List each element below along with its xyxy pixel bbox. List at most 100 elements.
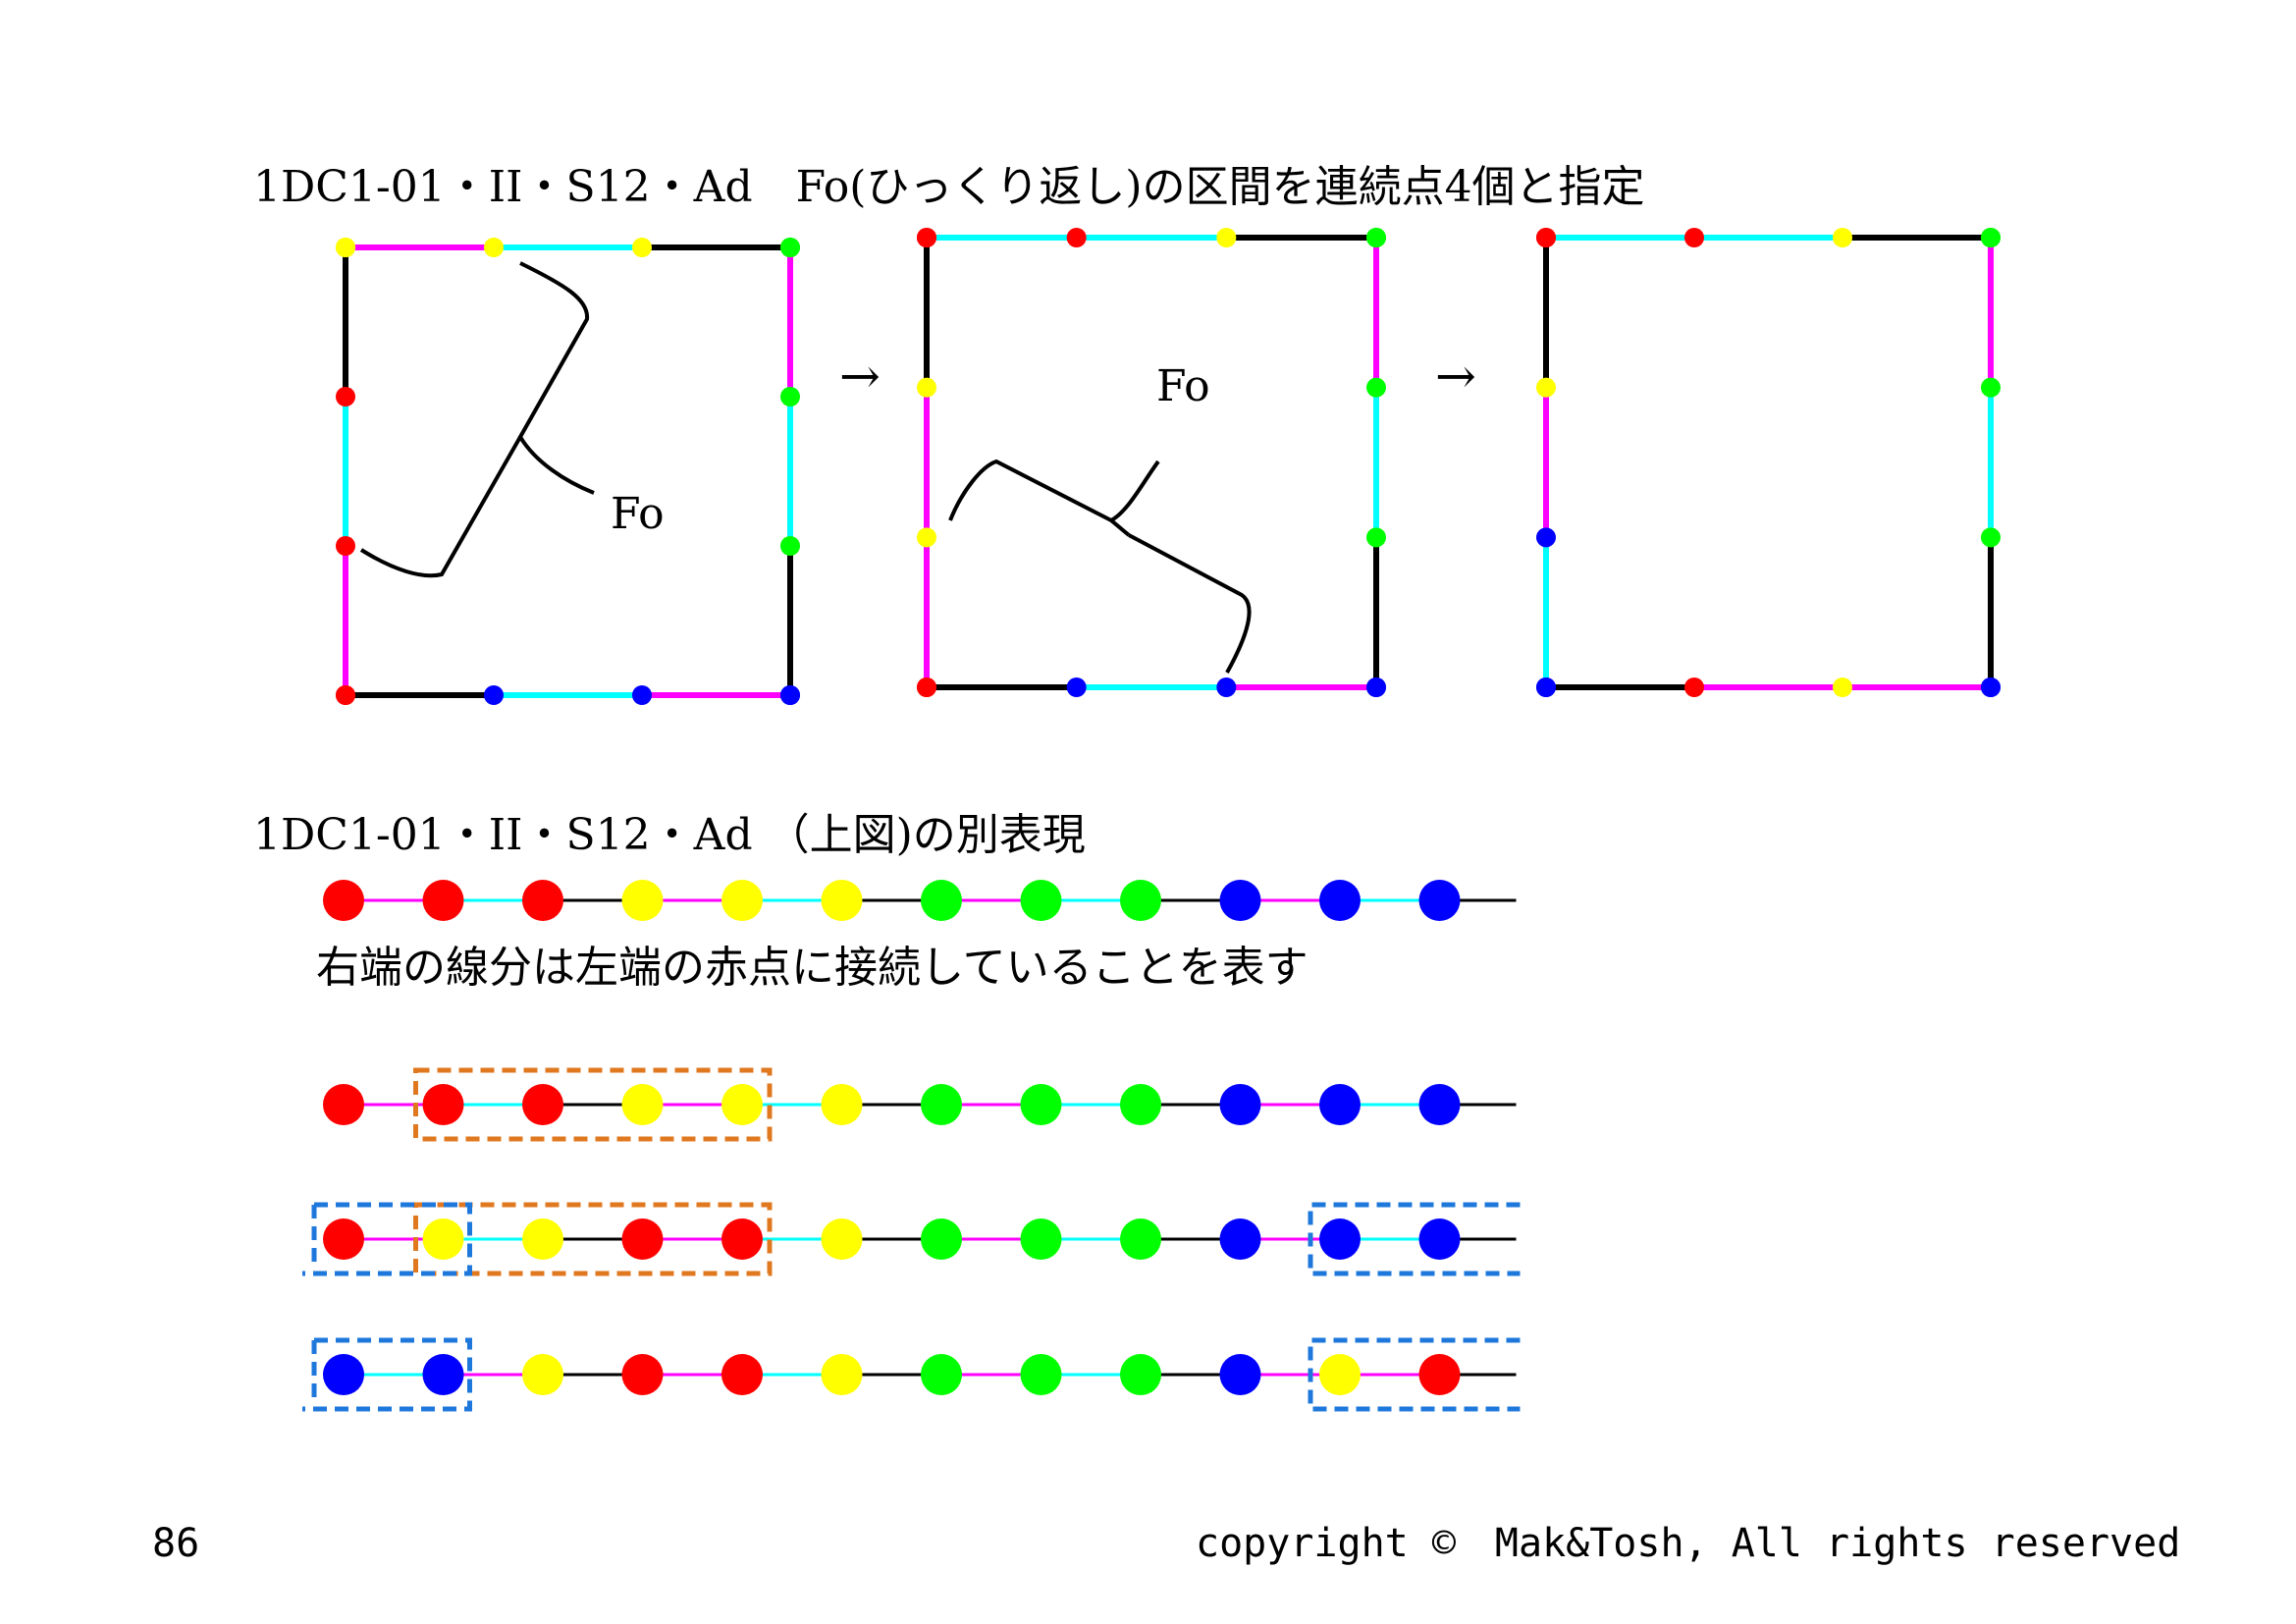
square-1-point-yellow: [632, 238, 652, 257]
square-1-point-green: [780, 387, 800, 406]
chain-4-dot-5: [721, 1354, 763, 1395]
chain-4-dot-12: [1418, 1354, 1461, 1395]
chain-1-dot-8: [1020, 880, 1062, 921]
chain-1-dot-11: [1319, 880, 1361, 921]
chain-1-dot-12: [1418, 880, 1461, 921]
brace-1-lower: [359, 436, 522, 578]
square-2-point-blue: [1366, 677, 1386, 697]
arrow-2: →: [1435, 348, 1476, 405]
squares-group: [336, 228, 2001, 705]
square-3-point-yellow: [1833, 228, 1852, 247]
brace-2-lower: [1128, 533, 1252, 674]
chain-3-dot-7: [921, 1218, 962, 1260]
fo-label-1: Fo: [611, 489, 665, 539]
chain-3-dot-1: [323, 1218, 364, 1260]
chain-4-dot-9: [1120, 1354, 1161, 1395]
note-text: 右端の線分は左端の赤点に接続していることを表す: [316, 943, 1308, 993]
chain-3-dot-5: [721, 1218, 763, 1260]
chain-1-dot-10: [1219, 880, 1261, 921]
page-number: 86: [152, 1521, 199, 1566]
square-3-point-yellow: [1536, 377, 1556, 398]
chain-3-dot-4: [621, 1218, 664, 1260]
square-1-point-yellow: [484, 238, 504, 257]
chain-3-box-1: [413, 1202, 773, 1276]
chain-4-box-left: [302, 1337, 472, 1412]
square-2-point-blue: [1216, 677, 1237, 697]
chain-2-dot-1: [323, 1084, 364, 1125]
title-top: 1DC1-01・II・S12・Ad Fo(ひっくり返し)の区間を連続点4個と指定: [253, 162, 1645, 212]
brace-2: [948, 459, 1160, 523]
square-3-point-green: [1981, 527, 2001, 548]
chain-1-dot-5: [721, 880, 763, 921]
square-2-point-red: [1066, 228, 1087, 247]
chain-3-dot-3: [522, 1218, 563, 1260]
square-2-point-blue: [1066, 677, 1087, 697]
fo-label-2: Fo: [1156, 361, 1210, 411]
chain-4-dot-2: [422, 1354, 464, 1395]
chain-3-box-left: [302, 1202, 472, 1276]
chain-4-dot-4: [621, 1354, 664, 1395]
square-2-point-yellow: [917, 527, 936, 548]
chain-1-dot-4: [621, 880, 664, 921]
square-1-point-blue: [780, 685, 800, 705]
chain-1-dot-2: [422, 880, 464, 921]
copyright-text: copyright © Mak&Tosh, All rights reserve…: [1196, 1521, 2180, 1566]
chains-group: [302, 880, 1521, 1412]
chain-4-dot-11: [1319, 1354, 1361, 1395]
square-1-point-red: [336, 536, 355, 556]
chain-1-dot-1: [323, 880, 364, 921]
title-bottom: 1DC1-01・II・S12・Ad （上図)の別表現: [253, 810, 1086, 860]
chain-3-dot-10: [1219, 1218, 1261, 1260]
chain-3-box-right: [1308, 1202, 1521, 1276]
square-1-point-red: [336, 685, 355, 705]
square-2-point-red: [917, 677, 936, 697]
square-2-point-green: [1366, 377, 1386, 398]
chain-3-dot-11: [1319, 1218, 1361, 1260]
chain-3-dot-12: [1418, 1218, 1461, 1260]
square-2-point-red: [917, 228, 936, 247]
chain-4-dot-6: [821, 1354, 863, 1395]
chain-1-dot-3: [522, 880, 563, 921]
brace-2-mid: [1109, 518, 1131, 537]
square-1-point-blue: [484, 685, 504, 705]
arrow-1: →: [839, 348, 881, 405]
square-3-point-red: [1536, 228, 1556, 247]
chain-2-dot-11: [1319, 1084, 1361, 1125]
square-1-point-yellow: [336, 238, 355, 257]
chain-1-dot-7: [921, 880, 962, 921]
square-2-point-yellow: [1216, 228, 1237, 247]
chain-2-box-1: [413, 1067, 773, 1142]
square-2-point-yellow: [917, 377, 936, 398]
square-1-point-green: [780, 536, 800, 556]
chain-4-dot-7: [921, 1354, 962, 1395]
chain-2-dot-2: [422, 1084, 464, 1125]
square-3-point-red: [1684, 228, 1704, 247]
chain-2-dot-12: [1418, 1084, 1461, 1125]
chain-2-dot-7: [921, 1084, 962, 1125]
chain-2-dot-3: [522, 1084, 563, 1125]
square-1-point-red: [336, 387, 355, 406]
chain-2-dot-9: [1120, 1084, 1161, 1125]
chain-3-dot-6: [821, 1218, 863, 1260]
square-3-point-green: [1981, 377, 2001, 398]
chain-4-dot-3: [522, 1354, 563, 1395]
square-3-point-yellow: [1833, 677, 1852, 697]
brace-1: [517, 261, 595, 495]
chain-4-dot-1: [323, 1354, 364, 1395]
square-2-point-green: [1366, 228, 1386, 247]
chain-4-dot-8: [1020, 1354, 1062, 1395]
chain-2-dot-4: [621, 1084, 664, 1125]
chain-3-dot-2: [422, 1218, 464, 1260]
square-3-point-red: [1684, 677, 1704, 697]
chain-4-box-right: [1308, 1337, 1521, 1412]
chain-2-dot-8: [1020, 1084, 1062, 1125]
square-3-point-blue: [1536, 527, 1556, 548]
square-1-point-blue: [632, 685, 652, 705]
chain-2-dot-6: [821, 1084, 863, 1125]
chain-2-dot-10: [1219, 1084, 1261, 1125]
chain-3-dot-8: [1020, 1218, 1062, 1260]
square-3-point-green: [1981, 228, 2001, 247]
chain-1-dot-6: [821, 880, 863, 921]
chain-1-dot-9: [1120, 880, 1161, 921]
